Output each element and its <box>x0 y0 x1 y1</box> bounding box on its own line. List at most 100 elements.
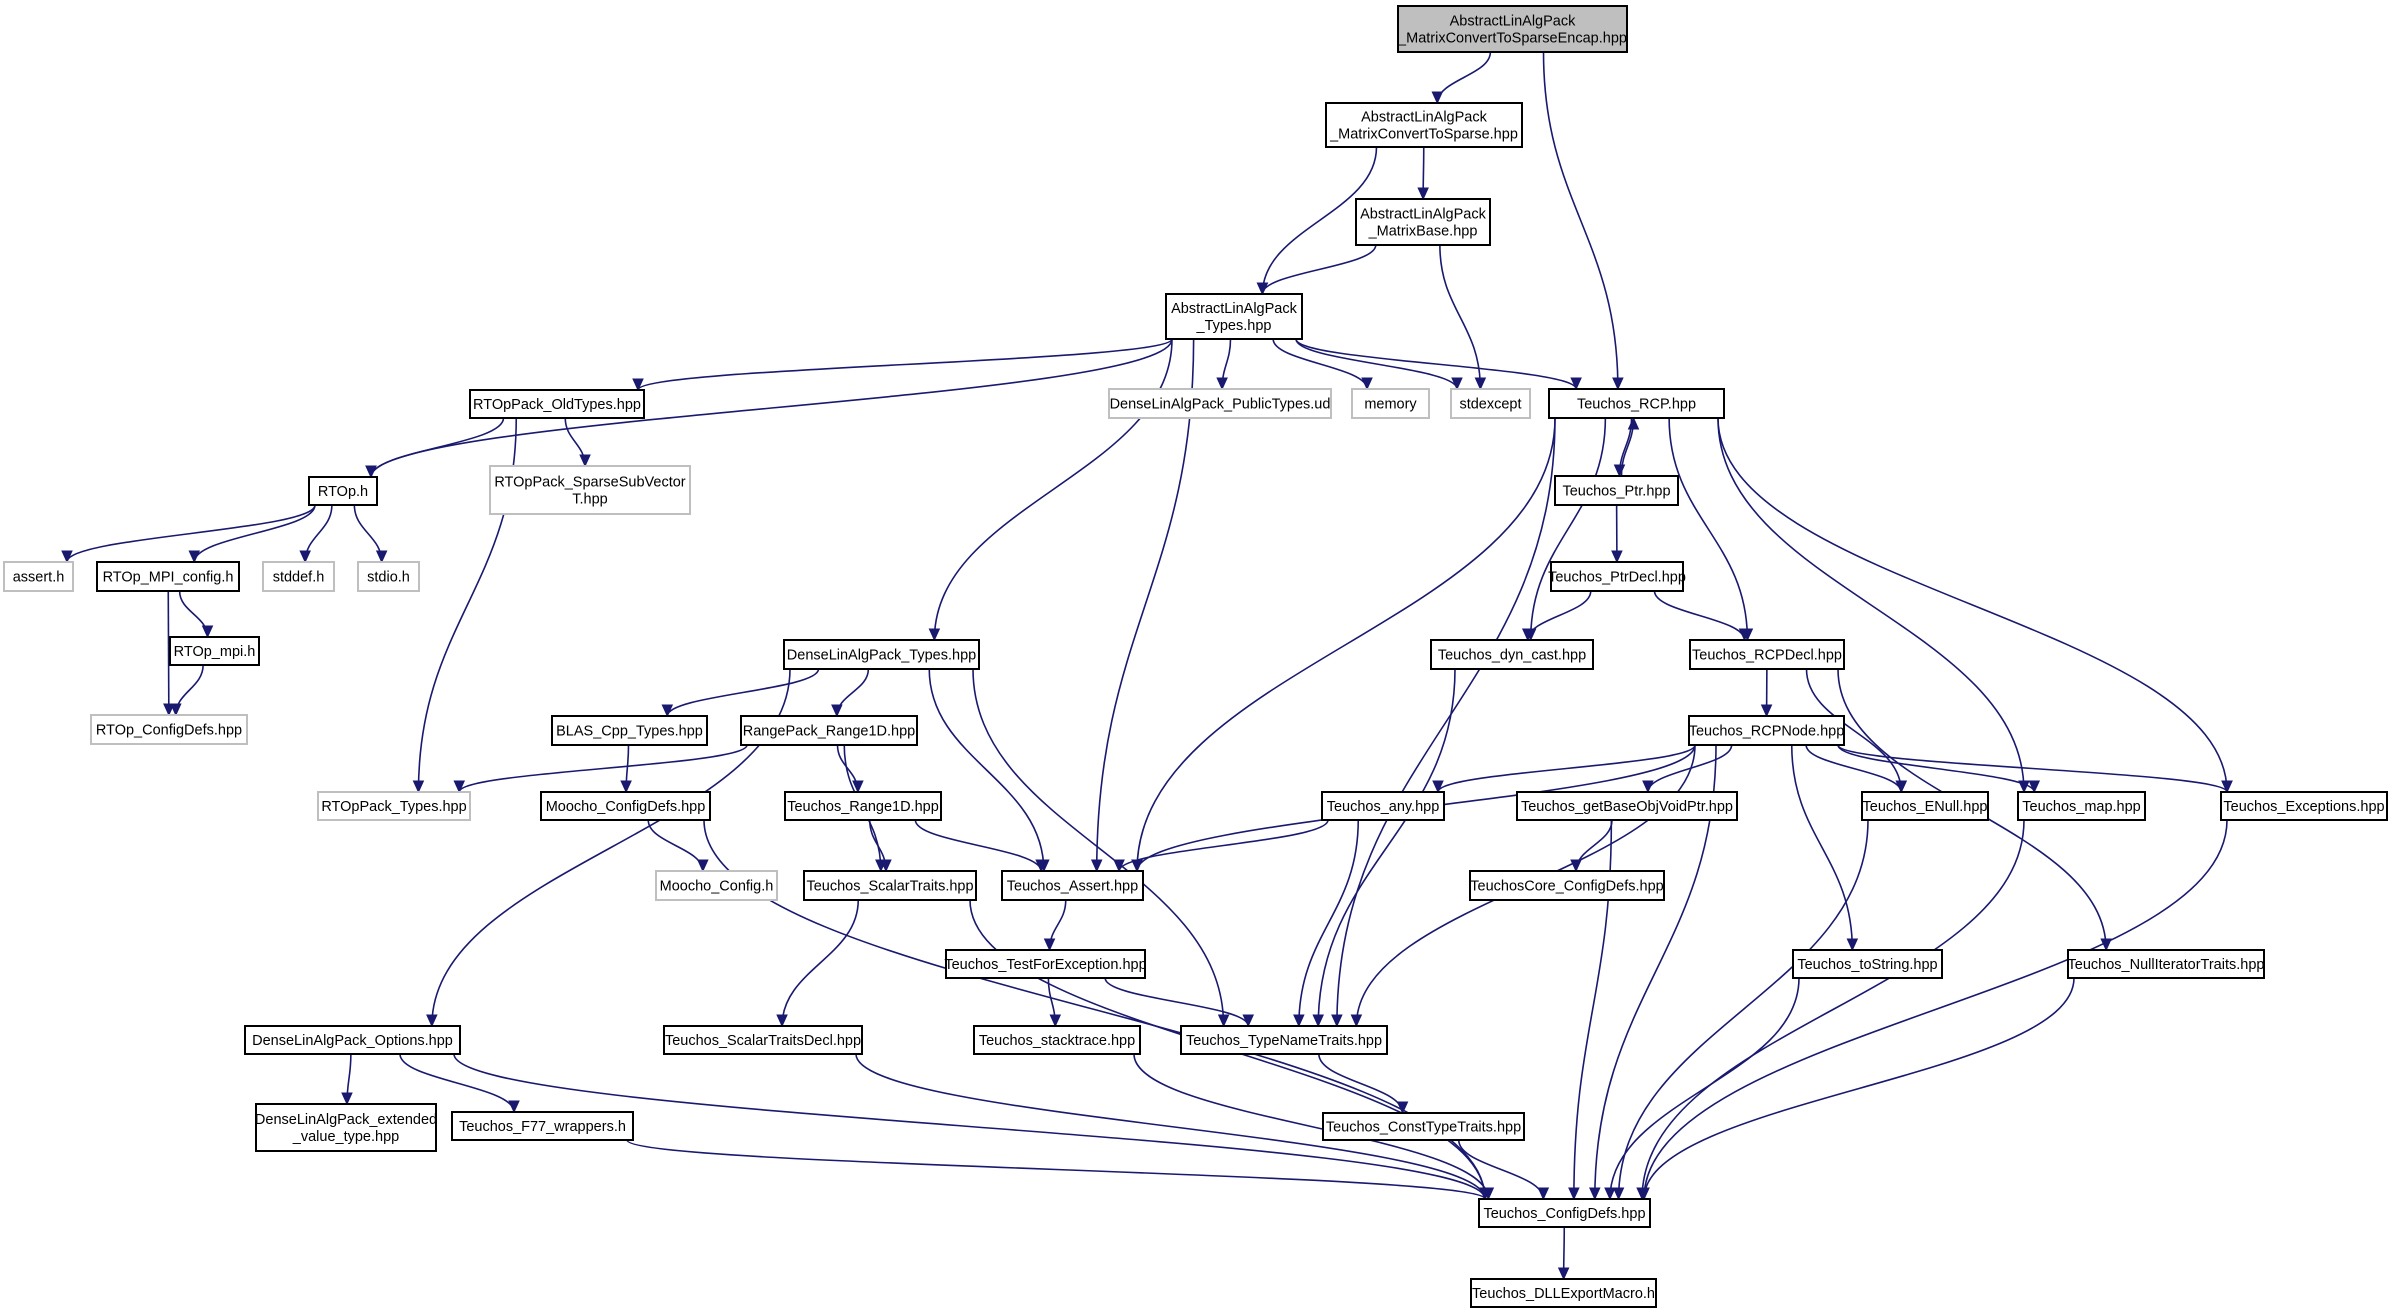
arrowhead <box>1611 550 1623 564</box>
arrowhead <box>1738 628 1751 642</box>
edge-rcpnode-to-exceptions <box>1837 744 2233 794</box>
node-label: Teuchos_DLLExportMacro.h <box>1472 1286 1655 1302</box>
node-dyncast[interactable]: Teuchos_dyn_cast.hpp <box>1430 639 1594 670</box>
arrowhead <box>1895 780 1908 794</box>
node-label: Teuchos_PtrDecl.hpp <box>1548 570 1686 586</box>
node-mcts[interactable]: AbstractLinAlgPack_MatrixConvertToSparse… <box>1325 102 1523 148</box>
node-rcpdecl[interactable]: Teuchos_RCPDecl.hpp <box>1689 639 1845 670</box>
arrowhead <box>632 378 644 392</box>
node-range1dpack[interactable]: RangePack_Range1D.hpp <box>740 715 918 746</box>
node-mpiconfig[interactable]: RTOp_MPI_config.h <box>96 561 240 592</box>
node-map[interactable]: Teuchos_map.hpp <box>2017 791 2146 821</box>
node-rcpnode[interactable]: Teuchos_RCPNode.hpp <box>1688 715 1845 746</box>
node-tostring[interactable]: Teuchos_toString.hpp <box>1792 949 1943 979</box>
node-moochocfg[interactable]: Moocho_ConfigDefs.hpp <box>540 791 711 821</box>
edge-oldtypes-to-rtoph <box>365 417 505 479</box>
arrowhead <box>1521 628 1534 642</box>
arrowhead <box>852 780 864 794</box>
node-enull[interactable]: Teuchos_ENull.hpp <box>1861 791 1989 821</box>
node-tconfig[interactable]: Teuchos_ConfigDefs.hpp <box>1478 1198 1651 1228</box>
node-exceptions[interactable]: Teuchos_Exceptions.hpp <box>2220 791 2388 821</box>
node-rcp[interactable]: Teuchos_RCP.hpp <box>1548 388 1725 419</box>
node-dlatypes[interactable]: DenseLinAlgPack_Types.hpp <box>783 639 980 670</box>
node-nulliter[interactable]: Teuchos_NullIteratorTraits.hpp <box>2067 949 2265 979</box>
node-label: DenseLinAlgPack_Types.hpp <box>787 648 976 664</box>
node-stacktrace[interactable]: Teuchos_stacktrace.hpp <box>973 1025 1141 1055</box>
edge-rcpnode-to-tostring <box>1790 744 1859 952</box>
edge-dlaoptions-to-f77 <box>399 1053 520 1114</box>
edge-testfor-to-stacktrace <box>1047 977 1062 1028</box>
node-blas[interactable]: BLAS_Cpp_Types.hpp <box>551 715 708 746</box>
node-label: Moocho_Config.h <box>660 879 774 895</box>
arrowhead <box>1431 91 1444 105</box>
arrowhead <box>1474 377 1487 391</box>
node-scalartraits[interactable]: Teuchos_ScalarTraits.hpp <box>803 870 977 901</box>
edge-types-to-rcp <box>1295 338 1582 391</box>
node-dlaoptions[interactable]: DenseLinAlgPack_Options.hpp <box>244 1025 461 1055</box>
edge-dlatypes-to-tassert <box>928 668 1050 873</box>
edge-rtoph-to-stddef <box>299 504 333 564</box>
node-rtoph[interactable]: RTOp.h <box>308 476 378 506</box>
arrowhead <box>661 704 674 718</box>
edge-rcpdecl-to-rcpnode <box>1760 668 1773 718</box>
node-box <box>1469 870 1665 901</box>
node-tassert[interactable]: Teuchos_Assert.hpp <box>1001 870 1144 901</box>
node-f77[interactable]: Teuchos_F77_wrappers.h <box>451 1111 634 1141</box>
node-label: stdexcept <box>1459 397 1521 413</box>
node-box <box>783 639 980 670</box>
node-box <box>469 389 645 419</box>
arrowhead <box>1216 377 1228 391</box>
edge-exceptions-to-tconfig <box>1638 819 2228 1201</box>
node-scalardecl[interactable]: Teuchos_ScalarTraitsDecl.hpp <box>663 1025 863 1055</box>
node-getbase[interactable]: Teuchos_getBaseObjVoidPtr.hpp <box>1516 791 1738 821</box>
edges-layer <box>61 51 2233 1281</box>
node-mbase[interactable]: AbstractLinAlgPack_MatrixBase.hpp <box>1355 198 1491 246</box>
node-label: Teuchos_ENull.hpp <box>1863 799 1988 815</box>
node-box <box>1548 388 1725 419</box>
node-typename[interactable]: Teuchos_TypeNameTraits.hpp <box>1180 1025 1388 1055</box>
node-consttype[interactable]: Teuchos_ConstTypeTraits.hpp <box>1322 1112 1525 1141</box>
edge-root-to-rcp <box>1542 51 1624 391</box>
edge-rtoph-to-asserth <box>61 504 316 564</box>
node-memory: memory <box>1351 388 1430 419</box>
node-oldtypes[interactable]: RTOpPack_OldTypes.hpp <box>469 389 645 419</box>
node-label: DenseLinAlgPack_Options.hpp <box>252 1033 453 1049</box>
node-ptrdecl[interactable]: Teuchos_PtrDecl.hpp <box>1548 561 1686 592</box>
node-ptr[interactable]: Teuchos_Ptr.hpp <box>1554 475 1679 506</box>
node-dllexport[interactable]: Teuchos_DLLExportMacro.h <box>1470 1278 1657 1308</box>
arrowhead <box>365 465 377 479</box>
node-box <box>1470 1278 1657 1308</box>
node-box <box>255 1103 437 1152</box>
edge-rcp-to-typename <box>1331 417 1556 1028</box>
arrowhead <box>1846 938 1859 952</box>
edge-root-to-mcts <box>1431 51 1492 105</box>
node-box <box>1478 1198 1651 1228</box>
arrowhead <box>1612 1187 1625 1201</box>
node-trange1d[interactable]: Teuchos_Range1D.hpp <box>784 791 942 821</box>
node-testfor[interactable]: Teuchos_TestForException.hpp <box>944 949 1147 979</box>
node-root[interactable]: AbstractLinAlgPack_MatrixConvertToSparse… <box>1397 5 1628 53</box>
edge-rcpnode-to-enull <box>1805 744 1908 794</box>
node-label: Teuchos_ConfigDefs.hpp <box>1483 1206 1645 1222</box>
arrowhead <box>1570 377 1582 391</box>
node-types[interactable]: AbstractLinAlgPack_Types.hpp <box>1165 293 1303 340</box>
arrowhead <box>1537 1187 1550 1201</box>
node-coreconfig[interactable]: TeuchosCore_ConfigDefs.hpp <box>1469 870 1665 901</box>
edge-trange1d-to-tassert <box>914 819 1047 873</box>
node-label: Teuchos_TestForException.hpp <box>944 957 1146 973</box>
node-label: stddef.h <box>273 570 325 586</box>
node-label: Teuchos_Range1D.hpp <box>787 799 939 815</box>
node-box <box>803 870 977 901</box>
node-dlaext[interactable]: DenseLinAlgPack_extended_value_type.hpp <box>255 1103 437 1152</box>
arrowhead <box>201 625 214 639</box>
node-box <box>1397 5 1628 53</box>
arrowhead <box>1396 1101 1409 1115</box>
arrowhead <box>1604 1187 1616 1201</box>
node-rtopmpi[interactable]: RTOp_mpi.h <box>169 636 260 666</box>
node-any[interactable]: Teuchos_any.hpp <box>1321 791 1445 821</box>
node-box <box>1516 791 1738 821</box>
edge-scalartraits-to-scalardecl <box>776 899 860 1028</box>
node-label: stdio.h <box>367 570 410 586</box>
node-stddef: stddef.h <box>262 561 335 592</box>
node-box <box>663 1025 863 1055</box>
